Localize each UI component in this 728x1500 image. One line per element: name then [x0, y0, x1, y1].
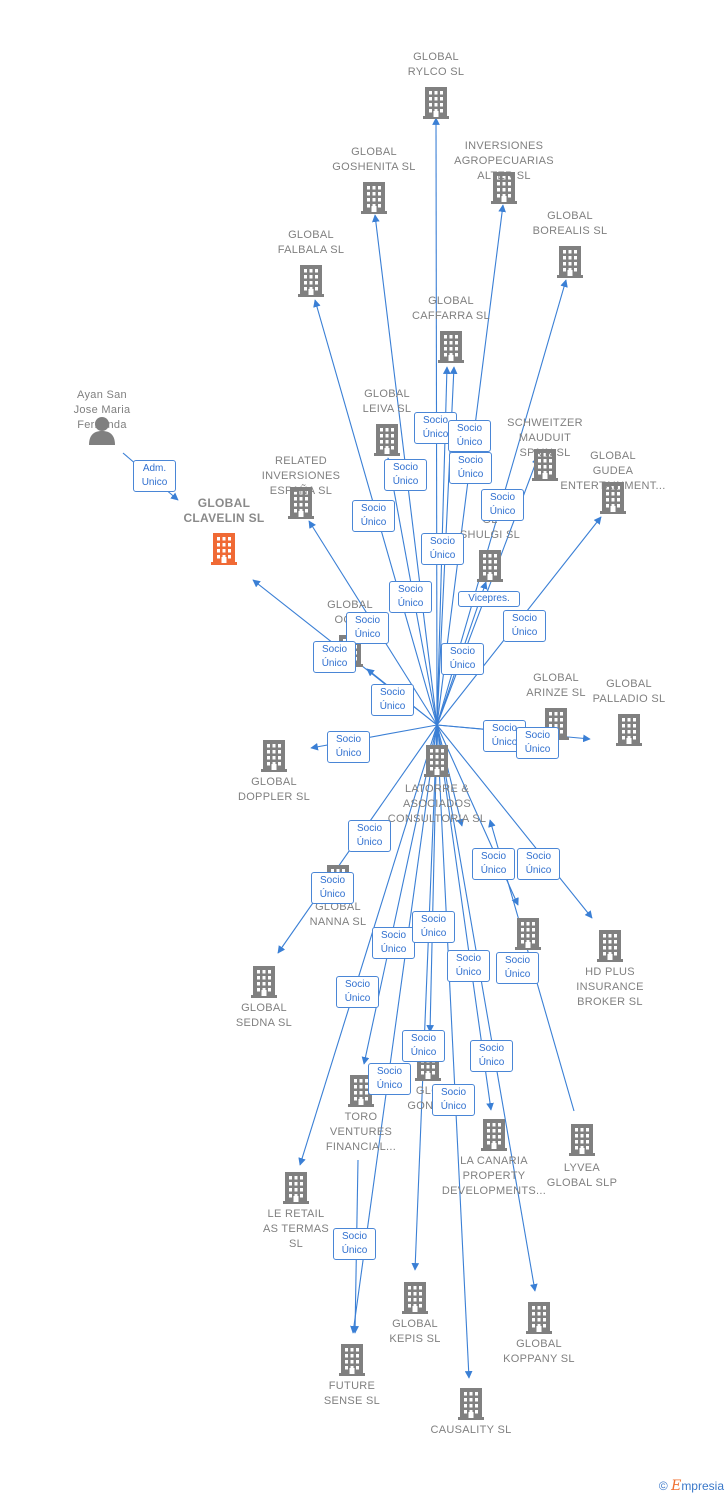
node-label: GLOBAL GOSHENITA SL: [332, 146, 416, 173]
role-label-socio-unico[interactable]: Socio Único: [496, 952, 539, 984]
building-icon: [458, 1386, 484, 1425]
role-label-socio-unico[interactable]: Socio Único: [421, 533, 464, 565]
relation-edge: [436, 724, 538, 1292]
building-icon: [557, 244, 583, 283]
relation-edge: [436, 724, 473, 1379]
node-label: RELATED INVERSIONES ESPAÑA SL: [261, 455, 341, 497]
role-label-socio-unico[interactable]: Socio Único: [470, 1040, 513, 1072]
role-label-socio-unico[interactable]: Socio Único: [336, 976, 379, 1008]
role-label-socio-unico[interactable]: Socio Único: [441, 643, 484, 675]
role-label-socio-unico[interactable]: Socio Único: [371, 684, 414, 716]
node-label: Ayan San Jose Maria Fernanda: [73, 389, 131, 431]
building-icon: [348, 1073, 374, 1112]
relation-edge: [436, 724, 593, 919]
building-icon: [361, 180, 387, 219]
building-icon: [288, 485, 314, 524]
node-label: TORO VENTURES FINANCIAL...: [325, 1111, 397, 1153]
role-label-socio-unico[interactable]: Socio Único: [449, 452, 492, 484]
role-label-socio-unico[interactable]: Socio Único: [313, 641, 356, 673]
building-icon: [423, 85, 449, 124]
node-label: FUTURE SENSE SL: [323, 1380, 381, 1407]
building-icon: [532, 447, 558, 486]
node-label: LYVEA GLOBAL SLP: [546, 1162, 618, 1189]
role-label-adm-unico[interactable]: Adm. Unico: [133, 460, 176, 492]
building-icon: [569, 1122, 595, 1161]
node-label: GLOBAL DOPPLER SL: [237, 776, 311, 803]
role-label-socio-unico[interactable]: Socio Único: [516, 727, 559, 759]
node-label: GL SHULGI SL: [459, 514, 521, 541]
building-icon: [526, 1300, 552, 1339]
role-label-socio-unico[interactable]: Socio Único: [372, 927, 415, 959]
node-label: GLOBAL GUDEA ENTERTAINMENT...: [560, 450, 666, 492]
role-label-socio-unico[interactable]: Socio Único: [481, 489, 524, 521]
node-label: GLOBAL PALLADIO SL: [592, 678, 666, 705]
node-label: GLOBAL KOPPANY SL: [503, 1338, 575, 1365]
building-icon: [261, 738, 287, 777]
node-label: HD PLUS INSURANCE BROKER SL: [576, 966, 644, 1008]
building-icon: [424, 743, 450, 782]
building-icon: [251, 964, 277, 1003]
role-label-socio-unico[interactable]: Socio Único: [432, 1084, 475, 1116]
node-label: GLOBAL FALBALA SL: [277, 229, 345, 256]
building-icon: [616, 712, 642, 751]
node-label: GLOBAL CAFFARRA SL: [412, 295, 490, 322]
node-label: LATORRE & ASOCIADOS CONSULTORIA SL: [387, 783, 487, 825]
role-label-socio-unico[interactable]: Socio Único: [311, 872, 354, 904]
relation-edge: [298, 724, 438, 1166]
building-icon: [515, 916, 541, 955]
role-label-vicepres[interactable]: Vicepres.: [458, 591, 520, 607]
node-label: INVERSIONES AGROPECUARIAS ALTER SL: [454, 140, 554, 182]
node-label: LA CANARIA PROPERTY DEVELOPMENTS...: [441, 1155, 547, 1197]
node-label: GLOBAL SEDNA SL: [235, 1002, 293, 1029]
role-label-socio-unico[interactable]: Socio Único: [368, 1063, 411, 1095]
role-label-socio-unico[interactable]: Socio Único: [472, 848, 515, 880]
building-icon: [298, 263, 324, 302]
brand-name: mpresia: [681, 1479, 724, 1493]
building-icon: [374, 422, 400, 461]
brand-logo-initial: E: [671, 1478, 682, 1494]
building-icon: [402, 1280, 428, 1319]
role-label-socio-unico[interactable]: Socio Único: [333, 1228, 376, 1260]
copyright-symbol: ©: [658, 1479, 668, 1493]
node-label: GLOBAL RYLCO SL: [407, 51, 465, 78]
role-label-socio-unico[interactable]: Socio Único: [447, 950, 490, 982]
role-label-socio-unico[interactable]: Socio Único: [412, 911, 455, 943]
building-icon: [339, 1342, 365, 1381]
node-label: GLOBAL LEIVA SL: [362, 388, 412, 415]
role-label-socio-unico[interactable]: Socio Único: [384, 459, 427, 491]
node-label: GLOBAL BOREALIS SL: [532, 210, 608, 237]
node-label: GLOBAL NANNA SL: [309, 901, 367, 928]
node-label: CAUSALITY SL: [430, 1424, 512, 1436]
role-label-socio-unico[interactable]: Socio Único: [346, 612, 389, 644]
role-label-socio-unico[interactable]: Socio Único: [327, 731, 370, 763]
node-label: GLOBAL CLAVELIN SL: [183, 496, 265, 525]
building-icon: [438, 329, 464, 368]
brand-watermark: © Empresia: [659, 1478, 724, 1494]
building-icon: [481, 1117, 507, 1156]
role-label-socio-unico[interactable]: Socio Único: [389, 581, 432, 613]
building-icon: [283, 1170, 309, 1209]
role-label-socio-unico[interactable]: Socio Único: [517, 848, 560, 880]
building-icon: [600, 480, 626, 519]
building-icon: [211, 531, 237, 570]
node-label: GLOBAL KEPIS SL: [389, 1318, 441, 1345]
node-label: GLOBAL ARINZE SL: [526, 672, 586, 699]
person-icon: [87, 415, 117, 450]
relation-edge: [411, 724, 438, 1271]
building-icon: [597, 928, 623, 967]
building-icon: [477, 548, 503, 587]
building-icon: [491, 170, 517, 209]
node-label: SCHWEITZER MAUDUIT SPAIN SL: [507, 417, 583, 459]
role-label-socio-unico[interactable]: Socio Único: [503, 610, 546, 642]
role-label-socio-unico[interactable]: Socio Único: [348, 820, 391, 852]
role-label-socio-unico[interactable]: Socio Único: [448, 420, 491, 452]
role-label-socio-unico[interactable]: Socio Único: [402, 1030, 445, 1062]
node-label: LE RETAIL AS TERMAS SL: [262, 1208, 330, 1250]
role-label-socio-unico[interactable]: Socio Único: [352, 500, 395, 532]
